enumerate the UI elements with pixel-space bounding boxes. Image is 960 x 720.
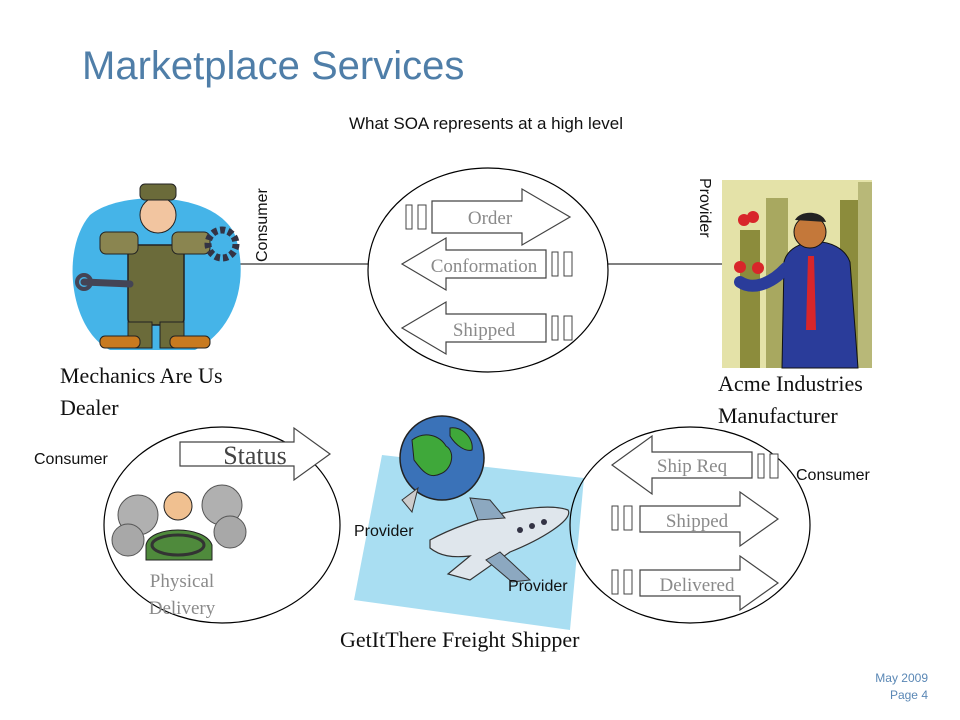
dealer-name: Mechanics Are Us (60, 363, 223, 388)
conformation-arrow (400, 236, 573, 292)
shipped-right-arrow (611, 490, 780, 548)
delivery-line-2: Delivery (148, 598, 216, 619)
shipped-right-label: Shipped (666, 511, 729, 532)
status-arrow (179, 426, 332, 482)
provider-plane-label-2: Provider (508, 578, 568, 595)
dealer-label: Mechanics Are Us Dealer (60, 360, 223, 424)
mechanic-clipart-icon (72, 183, 241, 350)
delivery-driver-icon (111, 484, 247, 561)
status-label: Status (223, 441, 287, 470)
footer-date: May 2009 (875, 671, 928, 685)
shipper-label: GetItThere Freight Shipper (340, 627, 580, 652)
conformation-label: Conformation (431, 256, 538, 277)
order-label: Order (468, 208, 513, 229)
consumer-top-label: Consumer (254, 188, 271, 262)
delivered-label: Delivered (660, 575, 735, 596)
consumer-left-label: Consumer (34, 451, 108, 468)
provider-top-label: Provider (696, 178, 713, 238)
ship-req-label: Ship Req (657, 456, 728, 477)
shipped-top-label: Shipped (453, 320, 516, 341)
delivery-label: Physical Delivery (137, 568, 227, 622)
page-subtitle: What SOA represents at a high level (348, 114, 624, 133)
manufacturer-label: Acme Industries Manufacturer (718, 368, 863, 432)
delivered-arrow (611, 554, 780, 612)
shipped-top-arrow (400, 300, 573, 356)
shipper-ellipse (569, 426, 811, 624)
manufacturer-role: Manufacturer (718, 403, 838, 428)
manufacturer-name: Acme Industries (718, 371, 863, 396)
consumer-right-label: Consumer (796, 467, 870, 484)
ship-req-arrow (610, 434, 779, 496)
delivery-line-1: Physical (149, 571, 215, 592)
page-title: Marketplace Services (82, 44, 465, 88)
dealer-role: Dealer (60, 395, 119, 420)
businessman-clipart-icon (722, 180, 872, 369)
footer-page: Page 4 (889, 688, 928, 702)
globe-icon (399, 415, 485, 514)
order-arrow (405, 187, 572, 247)
provider-plane-label-1: Provider (354, 523, 414, 540)
